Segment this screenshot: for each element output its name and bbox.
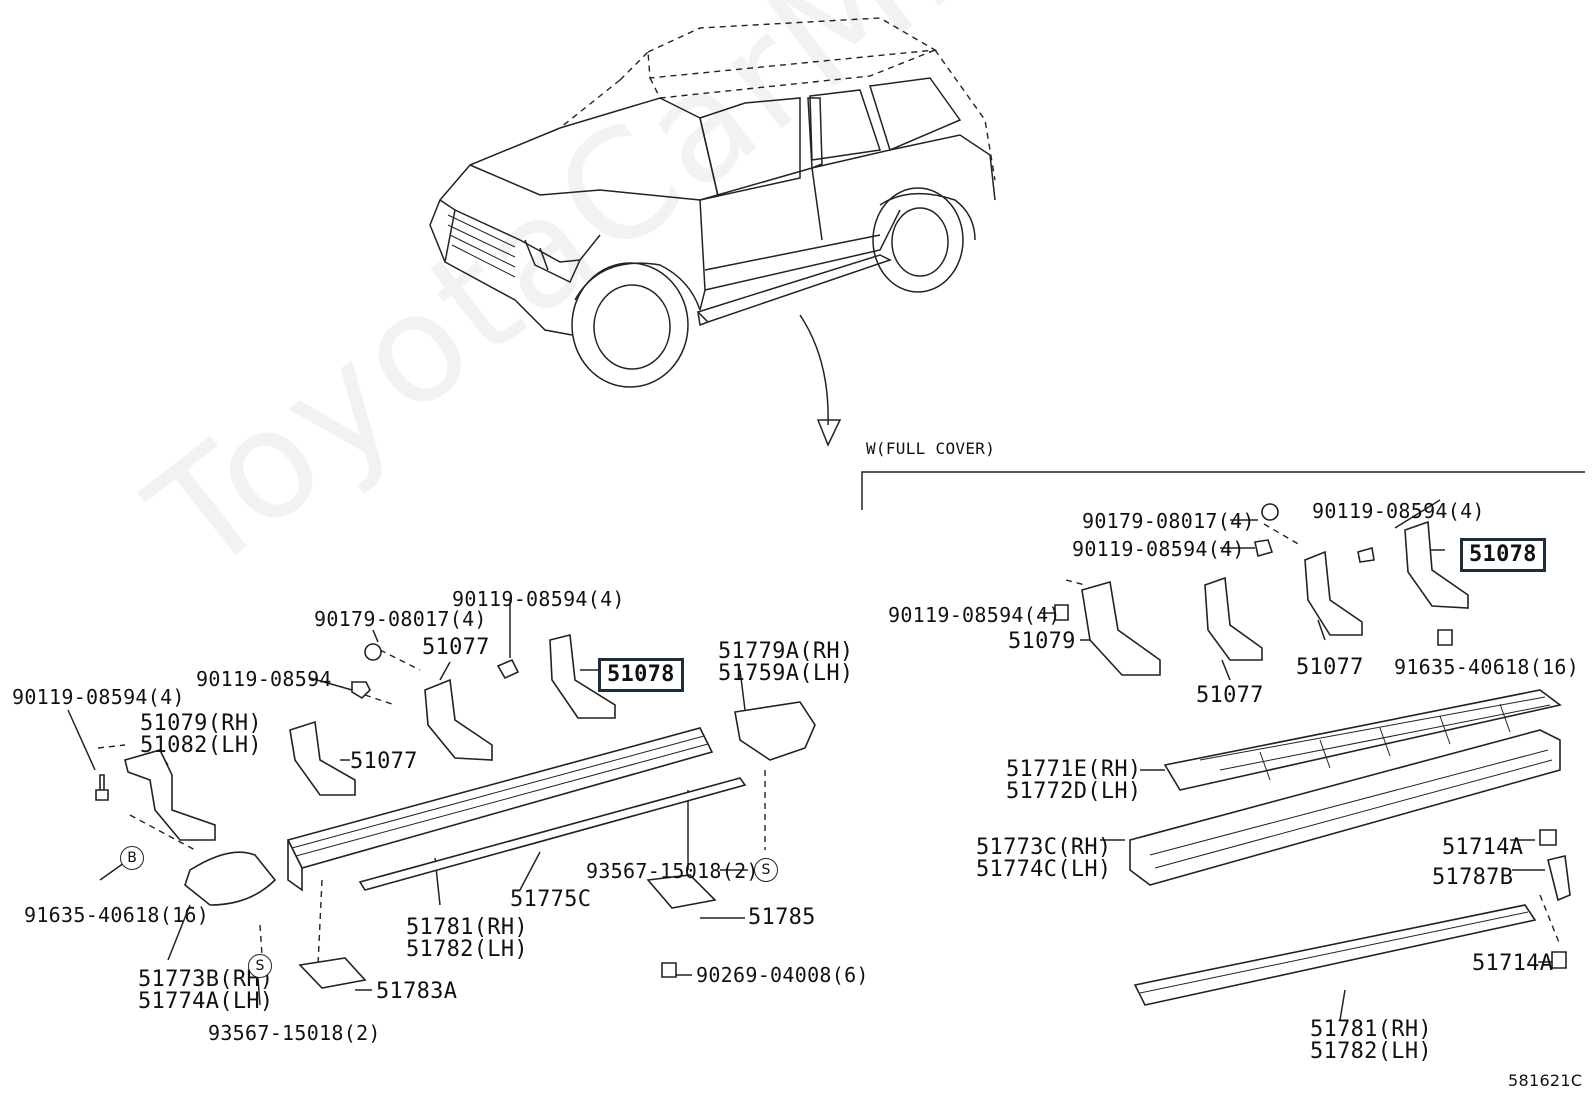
label-bolt-90119-single[interactable]: 90119-08594: [196, 667, 332, 691]
circle-marker-b: B: [120, 846, 144, 870]
label-51079-r[interactable]: 51079: [1008, 629, 1076, 654]
label-51785[interactable]: 51785: [748, 905, 816, 930]
diagram-code: 581621C: [1508, 1071, 1583, 1090]
label-nut-90179-r[interactable]: 90179-08017(4): [1082, 509, 1255, 533]
label-clip-91635-r[interactable]: 91635-40618(16): [1394, 655, 1580, 679]
label-51779a-rh[interactable]: 51779A(RH): [718, 639, 854, 664]
label-51077-r1[interactable]: 51077: [1196, 683, 1264, 708]
label-51759a-lh[interactable]: 51759A(LH): [718, 661, 854, 686]
label-clip-91635[interactable]: 91635-40618(16): [24, 903, 210, 927]
label-screw-93567[interactable]: 93567-15018(2): [208, 1021, 381, 1045]
label-51774c-lh[interactable]: 51774C(LH): [976, 857, 1112, 882]
label-51077-upper[interactable]: 51077: [422, 635, 490, 660]
label-51771e-rh[interactable]: 51771E(RH): [1006, 757, 1142, 782]
label-51077-r2[interactable]: 51077: [1296, 655, 1364, 680]
label-51078-r-highlighted[interactable]: 51078: [1460, 538, 1546, 572]
label-bolt-90119-b[interactable]: 90119-08594(4): [452, 587, 625, 611]
label-51782-lh-r[interactable]: 51782(LH): [1310, 1039, 1432, 1064]
left-assembly: [67, 600, 816, 1006]
right-assembly: [1040, 499, 1571, 1021]
label-bolt-90119-r1[interactable]: 90119-08594(4): [1072, 537, 1245, 561]
label-51775c[interactable]: 51775C: [510, 887, 592, 912]
label-51714a-upper[interactable]: 51714A: [1442, 835, 1524, 860]
label-51773c-rh[interactable]: 51773C(RH): [976, 835, 1112, 860]
label-bolt-90119-r2[interactable]: 90119-08594(4): [1312, 499, 1485, 523]
circle-marker-s: S: [248, 954, 272, 978]
label-51079-rh[interactable]: 51079(RH): [140, 711, 262, 736]
label-51783a[interactable]: 51783A: [376, 979, 458, 1004]
label-51078-highlighted[interactable]: 51078: [598, 658, 684, 692]
label-bolt-90119-r3[interactable]: 90119-08594(4): [888, 603, 1061, 627]
label-51082-lh[interactable]: 51082(LH): [140, 733, 262, 758]
label-51781-rh[interactable]: 51781(RH): [406, 915, 528, 940]
circle-marker-s2: S: [754, 858, 778, 882]
label-51077-lower[interactable]: 51077: [350, 749, 418, 774]
label-bolt-90269[interactable]: 90269-04008(6): [696, 963, 869, 987]
label-bolt-90119[interactable]: 90119-08594(4): [12, 685, 185, 709]
label-51781-rh-r[interactable]: 51781(RH): [1310, 1017, 1432, 1042]
label-nut-90179[interactable]: 90179-08017(4): [314, 607, 487, 631]
vehicle-illustration: [429, 17, 996, 447]
section-label-full-cover: W(FULL COVER): [866, 439, 996, 458]
label-51772d-lh[interactable]: 51772D(LH): [1006, 779, 1142, 804]
label-51787b[interactable]: 51787B: [1432, 865, 1514, 890]
label-51774a-lh[interactable]: 51774A(LH): [138, 989, 274, 1014]
label-51714a-lower[interactable]: 51714A: [1472, 951, 1554, 976]
label-51782-lh[interactable]: 51782(LH): [406, 937, 528, 962]
label-screw-93567-b[interactable]: 93567-15018(2): [586, 859, 759, 883]
